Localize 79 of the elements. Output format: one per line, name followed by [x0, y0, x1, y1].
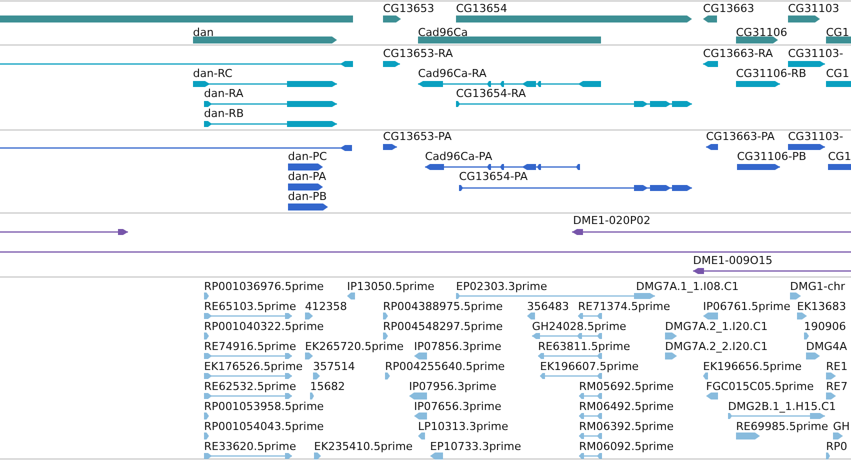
feature-label: DME1-020P02	[573, 214, 651, 227]
feature-label: EK176526.5prime	[204, 360, 303, 373]
feature-label: CG13663-RA	[703, 47, 773, 60]
feature-label: GH24028.5prime	[532, 320, 626, 333]
feature-label: 356483	[527, 300, 569, 313]
feature-label: IP07656.3prime	[414, 400, 502, 413]
feature-label: EK13683	[797, 300, 846, 313]
feature-label: RP001036976.5prime	[204, 280, 324, 293]
feature-label: RP001040322.5prime	[204, 320, 324, 333]
feature-label: RE69985.5prime	[736, 420, 828, 433]
feature-label: RE65103.5prime	[204, 300, 296, 313]
feature-label: Cad96Ca	[418, 26, 468, 39]
feature-label: DMG7A.2_2.I20.C1	[665, 340, 768, 353]
feature-label: RP004388975.5prime	[383, 300, 503, 313]
feature-label: CG13663	[703, 2, 754, 15]
feature-label: RP001054043.5prime	[204, 420, 324, 433]
feature-label: RM06492.5prime	[579, 400, 674, 413]
feature-label: dan-RB	[204, 107, 244, 120]
feature-label: RM06092.5prime	[579, 440, 674, 453]
feature-label: RE62532.5prime	[204, 380, 296, 393]
feature-label: DMG2B.1_1.H15.C1	[728, 400, 836, 413]
feature-label: 412358	[305, 300, 347, 313]
feature-label: 190906	[804, 320, 846, 333]
feature-label: CG1	[828, 150, 851, 163]
feature-label: RP004255640.5prime	[385, 360, 505, 373]
feature-label: DMG4A	[806, 340, 848, 353]
feature-label: IP07856.3prime	[414, 340, 502, 353]
feature-label: CG31106-PB	[737, 150, 806, 163]
feature-label: EK196607.5prime	[540, 360, 639, 373]
feature-label: IP13050.5prime	[347, 280, 434, 293]
feature-label: CG13654-PA	[459, 170, 528, 183]
feature-label: RE71374.5prime	[578, 300, 670, 313]
feature-label: Cad96Ca-PA	[425, 150, 492, 163]
feature-label: CG13653-PA	[383, 130, 452, 143]
feature-label: CG31103-	[788, 130, 844, 143]
feature-label: EK196656.5prime	[703, 360, 802, 373]
feature-label: dan-PB	[288, 190, 327, 203]
feature-label: DME1-009O15	[693, 254, 773, 267]
feature-label: dan-PA	[288, 170, 326, 183]
feature-label: dan-RA	[204, 87, 244, 100]
feature-label: 357514	[313, 360, 355, 373]
feature-label: IP07956.3prime	[409, 380, 496, 393]
feature-label: CG1	[826, 26, 850, 39]
feature-label: RE7	[826, 380, 848, 393]
feature-label: FGC015C05.5prime	[706, 380, 814, 393]
feature-label: IP06761.5prime	[703, 300, 790, 313]
feature-label: dan-PC	[288, 150, 327, 163]
feature-label: EK265720.5prime	[305, 340, 404, 353]
feature-label: RM05692.5prime	[579, 380, 674, 393]
feature-label: CG13653-RA	[383, 47, 453, 60]
feature-label: RE33620.5prime	[204, 440, 296, 453]
feature-label: dan-RC	[193, 67, 232, 80]
feature-label: EK235410.5prime	[314, 440, 413, 453]
feature-label: RP001053958.5prime	[204, 400, 324, 413]
feature-label: 15682	[310, 380, 345, 393]
feature-label: Cad96Ca-RA	[418, 67, 487, 80]
feature-label: DMG7A.1_1.I08.C1	[636, 280, 739, 293]
feature-label: DMG7A.2_1.I20.C1	[665, 320, 768, 333]
feature-label: RP0	[826, 440, 848, 453]
feature-label: CG31103-	[788, 47, 844, 60]
feature-label: CG31106	[736, 26, 788, 39]
feature-label: RE63811.5prime	[538, 340, 630, 353]
feature-label: LP10313.3prime	[418, 420, 508, 433]
feature-label: GH	[833, 420, 850, 433]
feature-label: CG13653	[383, 2, 434, 15]
feature-label: RP004548297.5prime	[383, 320, 503, 333]
feature-label: RE74916.5prime	[204, 340, 296, 353]
feature-label: EP02303.3prime	[456, 280, 548, 293]
feature-label: CG13654-RA	[456, 87, 526, 100]
feature-label: RE1	[826, 360, 848, 373]
feature-label: EP10733.3prime	[430, 440, 522, 453]
feature-label: CG13654	[456, 2, 508, 15]
feature-label: CG1	[826, 67, 850, 80]
feature-label: CG31106-RB	[736, 67, 806, 80]
feature-label: dan	[193, 26, 214, 39]
feature-label: CG13663-PA	[706, 130, 775, 143]
feature-label: CG31103	[788, 2, 840, 15]
feature-label: RM06392.5prime	[579, 420, 674, 433]
feature-label: DMG1-chr	[790, 280, 845, 293]
